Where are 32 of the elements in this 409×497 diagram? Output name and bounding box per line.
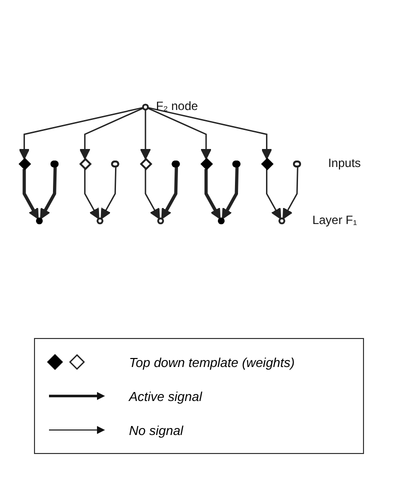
arrow xyxy=(18,106,144,160)
node-caption: F₂ node xyxy=(156,99,198,114)
node-diamond xyxy=(200,158,213,170)
arrow xyxy=(144,168,160,220)
arrow xyxy=(266,168,282,220)
arrow xyxy=(147,107,212,160)
node-diamond xyxy=(140,158,152,170)
arrow xyxy=(161,167,178,220)
arrow xyxy=(222,167,239,220)
node-circle xyxy=(218,218,225,224)
arrow xyxy=(22,168,39,220)
arrow xyxy=(140,110,151,160)
legend-text: Active signal xyxy=(129,388,202,404)
arrow xyxy=(79,107,144,160)
node-circle xyxy=(36,218,43,224)
legend-text: Top down template (weights) xyxy=(129,354,295,370)
node-diamond xyxy=(261,158,274,170)
node-diamond xyxy=(18,158,32,170)
node-circle xyxy=(278,218,286,224)
arrow xyxy=(204,168,221,220)
layer-label: Inputs xyxy=(328,156,361,170)
node-diamond xyxy=(79,158,92,170)
arrow xyxy=(148,106,272,160)
node-circle xyxy=(96,218,104,224)
node-circle xyxy=(157,218,164,224)
arrow xyxy=(100,167,116,220)
node-circle xyxy=(142,104,149,110)
legend-text: No signal xyxy=(129,422,184,438)
arrow xyxy=(282,167,298,220)
layer-label: Layer F₁ xyxy=(312,212,358,227)
arrow xyxy=(84,168,100,220)
arrow xyxy=(40,167,57,220)
